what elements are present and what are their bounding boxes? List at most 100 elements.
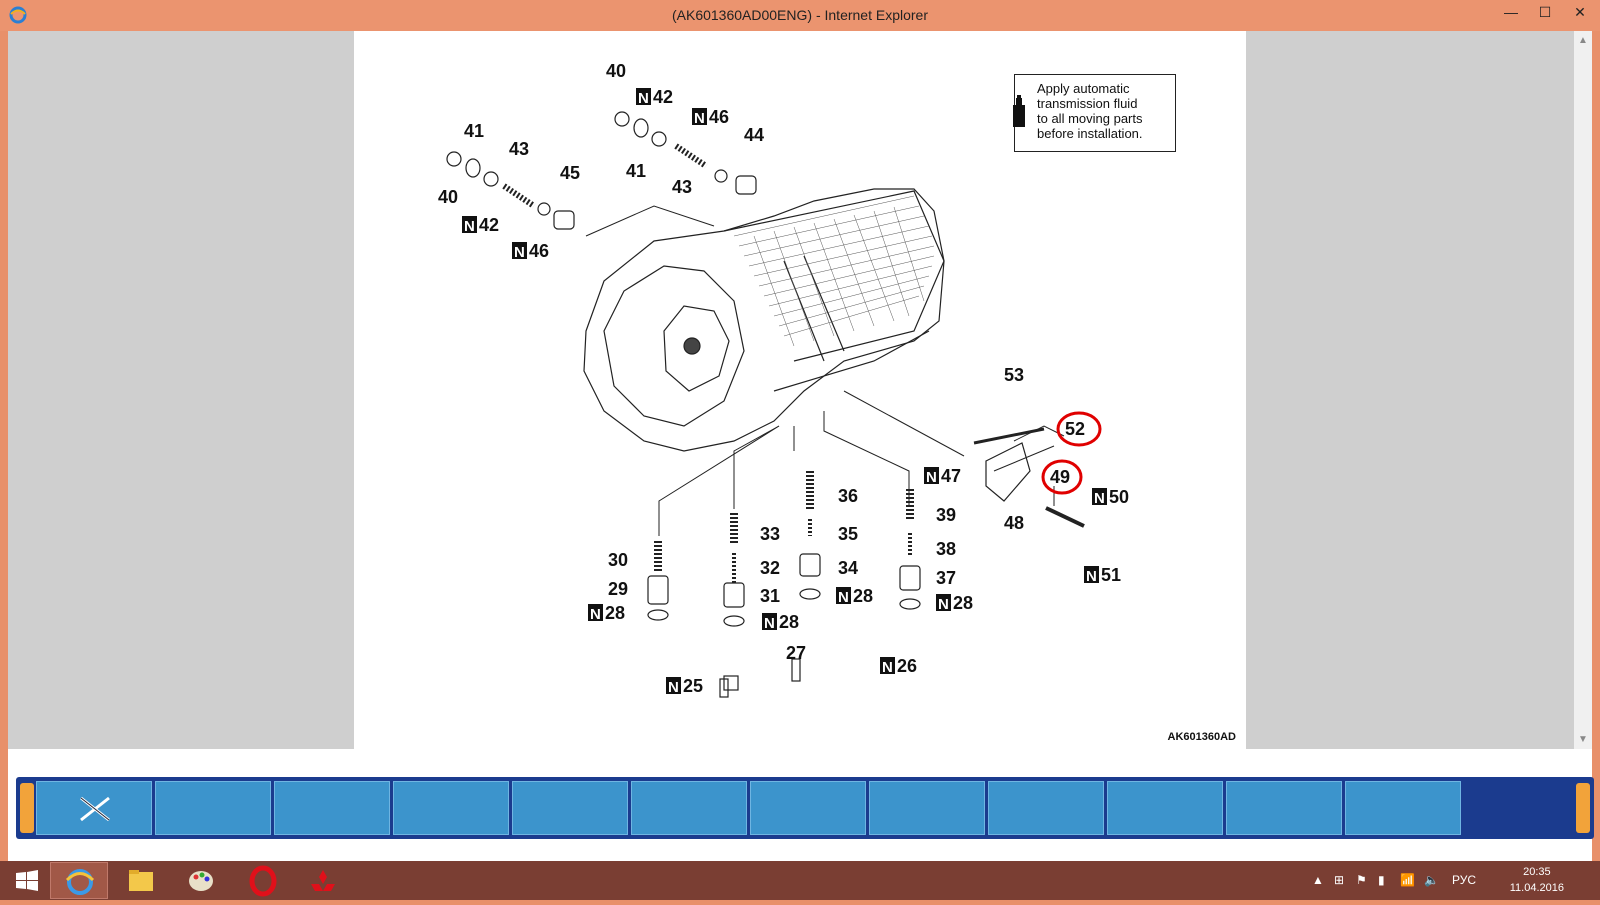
new-part-marker-letter: N [590, 606, 601, 623]
new-part-marker [836, 587, 851, 604]
housing-mesh [733, 195, 935, 347]
callout-28d: 28 [953, 593, 973, 613]
toolbar-button-7[interactable] [750, 781, 866, 835]
toolbar-button-5[interactable] [512, 781, 628, 835]
callout-41a: 41 [464, 121, 484, 141]
tray-volume-icon[interactable]: 🔈 [1424, 873, 1439, 887]
callout-48: 48 [1004, 513, 1024, 533]
tray-language[interactable]: РУС [1452, 873, 1477, 887]
callout-38: 38 [936, 539, 956, 559]
scroll-up-icon[interactable]: ▲ [1578, 35, 1588, 46]
toolbar-button-12[interactable] [1345, 781, 1461, 835]
note-text: Apply automatic transmission fluid to al… [1037, 81, 1143, 141]
window-title: (AK601360AD00ENG) - Internet Explorer [671, 7, 928, 23]
toolbar-button-3[interactable] [274, 781, 390, 835]
window-titlebar: (AK601360AD00ENG) - Internet Explorer — … [0, 0, 1600, 31]
browser-viewport: Apply automatic transmission fluid to al… [8, 31, 1592, 861]
tray-clock[interactable]: 20:35 11.04.2016 [1510, 864, 1564, 896]
toolbar-button-11[interactable] [1226, 781, 1342, 835]
callout-50: 50 [1109, 487, 1129, 507]
new-part-marker [588, 604, 603, 621]
taskbar-file-explorer[interactable] [112, 862, 170, 899]
callout-31: 31 [760, 586, 780, 606]
new-part-marker-letter: N [464, 218, 475, 235]
new-part-marker [512, 242, 527, 259]
callout-26: 26 [897, 656, 917, 676]
start-icon [16, 870, 38, 891]
callout-53: 53 [1004, 365, 1024, 385]
callout-32: 32 [760, 558, 780, 578]
callout-35: 35 [838, 524, 858, 544]
callout-41b: 41 [626, 161, 646, 181]
close-button[interactable]: ✕ [1574, 4, 1586, 20]
toolbar-button-9[interactable] [988, 781, 1104, 835]
callout-51: 51 [1101, 565, 1121, 585]
minimize-button[interactable]: — [1504, 4, 1518, 20]
taskbar-mitsubishi[interactable] [294, 862, 352, 899]
callout-43a: 43 [509, 139, 529, 159]
new-part-marker [762, 613, 777, 630]
new-part-marker-letter: N [694, 110, 705, 127]
callout-29: 29 [608, 579, 628, 599]
scroll-down-icon[interactable]: ▼ [1578, 734, 1588, 745]
toolbar-button-1[interactable] [36, 781, 152, 835]
taskbar-opera[interactable] [234, 862, 292, 899]
callout-25: 25 [683, 676, 703, 696]
new-part-marker-letter: N [838, 589, 849, 606]
callout-28c: 28 [853, 586, 873, 606]
internet-explorer-icon [65, 869, 95, 895]
callout-40b: 40 [438, 187, 458, 207]
callout-45: 45 [560, 163, 580, 183]
toolbar-right-cap [1576, 783, 1590, 833]
tray-flag-icon[interactable]: ⚑ [1356, 873, 1367, 887]
highlight-circle-49 [1041, 459, 1083, 495]
callout-40a: 40 [606, 61, 626, 81]
callout-30: 30 [608, 550, 628, 570]
new-part-marker [924, 467, 939, 484]
callout-37: 37 [936, 568, 956, 588]
figure-id: AK601360AD [1167, 731, 1236, 743]
taskbar-internet-explorer[interactable] [50, 862, 108, 899]
vertical-scrollbar[interactable]: ▲ ▼ [1574, 31, 1592, 749]
new-part-marker-letter: N [668, 679, 679, 696]
tray-battery-icon[interactable]: ▮ [1378, 873, 1385, 887]
toolbar-button-10[interactable] [1107, 781, 1223, 835]
callout-36: 36 [838, 486, 858, 506]
opera-icon [249, 865, 277, 897]
new-part-marker-letter: N [926, 469, 937, 486]
callout-49: 49 [1050, 467, 1070, 487]
tray-windows-icon[interactable]: ⊞ [1334, 873, 1345, 887]
tray-network-icon[interactable]: 📶 [1400, 873, 1415, 887]
taskbar-paint[interactable] [172, 862, 230, 899]
callout-47: 47 [941, 466, 961, 486]
callout-46b: 46 [529, 241, 549, 261]
callout-43b: 43 [672, 177, 692, 197]
clock-time: 20:35 [1523, 866, 1551, 878]
new-part-marker [880, 657, 895, 674]
tray-expand-icon[interactable]: ▲ [1312, 873, 1324, 887]
oil-bottle-icon [1013, 95, 1025, 127]
windows-taskbar: ▲ ⊞ ⚑ ▮ 📶 🔈 РУС 20:35 11.04.2016 [0, 861, 1600, 900]
toolbar-left-cap [20, 783, 34, 833]
transmission-exploded-diagram: 40N42N464441434540N42N4641435352N4749N50… [438, 61, 1129, 698]
new-part-marker [1084, 566, 1099, 583]
callout-42a: 42 [653, 87, 673, 107]
new-part-marker [936, 594, 951, 611]
parts-shapes [446, 111, 1085, 698]
maximize-button[interactable]: ☐ [1538, 4, 1552, 20]
start-button[interactable] [0, 862, 58, 899]
new-part-marker-letter: N [1094, 490, 1105, 507]
file-explorer-icon [129, 870, 153, 891]
highlight-circle-52 [1056, 411, 1102, 447]
toolbar-button-8[interactable] [869, 781, 985, 835]
new-part-marker-letter: N [1086, 568, 1097, 585]
mitsubishi-icon [311, 870, 335, 891]
new-part-marker-letter: N [764, 615, 775, 632]
callout-39: 39 [936, 505, 956, 525]
toolbar-button-6[interactable] [631, 781, 747, 835]
toolbar-button-4[interactable] [393, 781, 509, 835]
close-x-icon [80, 796, 110, 822]
callout-28b: 28 [779, 612, 799, 632]
toolbar-button-2[interactable] [155, 781, 271, 835]
